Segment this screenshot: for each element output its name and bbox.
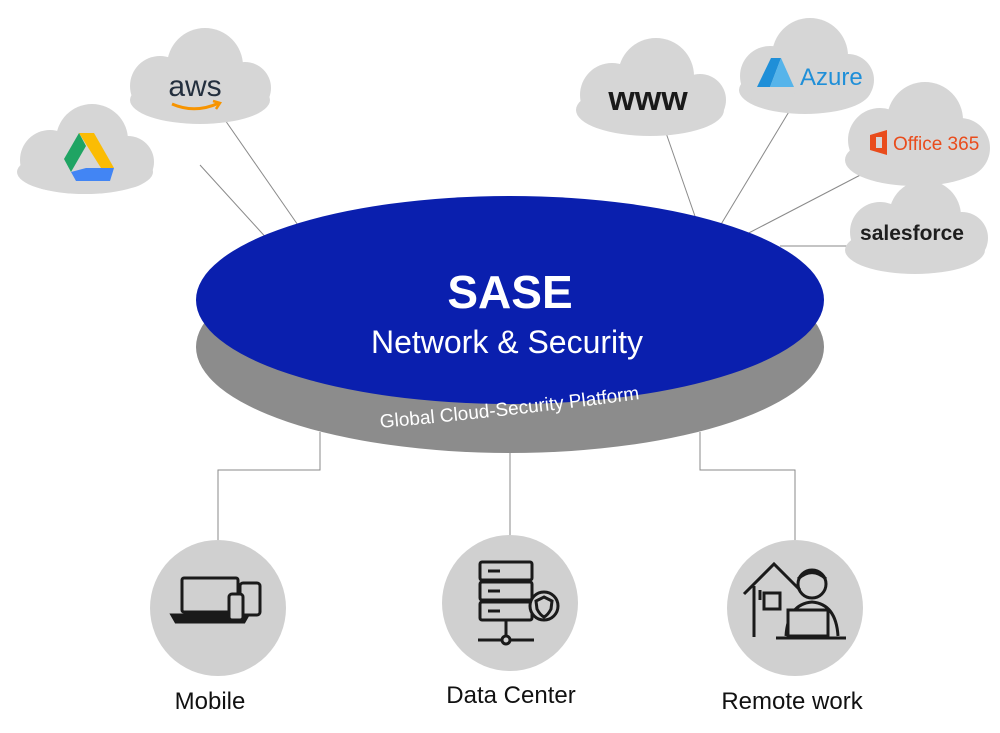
cloud-www: www: [576, 38, 726, 136]
connector-azure: [719, 109, 791, 227]
cloud-salesforce: salesforce: [845, 180, 988, 274]
connector-www: [664, 129, 698, 223]
cloud-aws: aws: [130, 28, 271, 124]
connector-office365: [742, 169, 871, 237]
www-text: www: [607, 80, 688, 118]
devices-icon: [169, 576, 262, 624]
remote-label: Remote work: [721, 688, 863, 715]
connector-google-drive: [199, 164, 271, 243]
connector-remote: [699, 432, 796, 540]
office-logo-icon: [870, 130, 887, 155]
cloud-shape: [845, 180, 988, 274]
aws-arrow-icon: [212, 99, 222, 110]
home-worker-icon: [742, 561, 846, 640]
endpoint-datacenter: Data Center: [442, 535, 578, 709]
connector-aws: [224, 119, 301, 229]
cloud-azure: Azure: [739, 18, 874, 114]
cloud-shape: [576, 38, 726, 136]
sase-subtitle: Network & Security: [371, 324, 643, 360]
sase-disc: [196, 196, 824, 404]
connector-mobile: [217, 432, 321, 540]
google-drive-icon: [64, 133, 114, 181]
sase-title: SASE: [447, 266, 572, 318]
connector-lines: [199, 109, 871, 540]
aws-smile-icon: [171, 101, 220, 111]
server-shield-icon: [478, 560, 560, 646]
cloud-shape: [130, 28, 271, 124]
cloud-google-drive: [17, 104, 154, 194]
azure-text: Azure: [800, 64, 863, 91]
sase-platform: SASE Network & Security Global Cloud-Sec…: [196, 196, 824, 453]
endpoint-circle: [150, 540, 286, 676]
endpoint-mobile: Mobile: [150, 540, 286, 715]
azure-logo-icon: [757, 58, 794, 87]
aws-logo-text: aws: [168, 70, 221, 103]
datacenter-label: Data Center: [446, 682, 575, 709]
mobile-label: Mobile: [175, 688, 246, 715]
office365-text: Office 365: [893, 134, 979, 155]
salesforce-text: salesforce: [860, 222, 964, 245]
endpoint-remote: Remote work: [721, 540, 864, 715]
cloud-office365: Office 365: [845, 82, 990, 186]
